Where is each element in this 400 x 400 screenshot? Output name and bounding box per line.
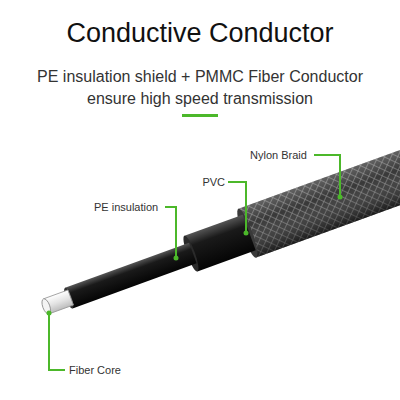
part-label: PVC <box>202 175 225 189</box>
part-label: PE insulation <box>94 200 158 214</box>
leader-dots <box>47 195 343 316</box>
part-label: Fiber Core <box>69 363 121 377</box>
part-label: Nylon Braid <box>250 148 307 162</box>
leader-lines <box>49 155 340 370</box>
cable <box>34 127 400 332</box>
accent-bar <box>182 114 218 117</box>
page-title: Conductive Conductor <box>0 18 400 49</box>
subtitle: PE insulation shield + PMMC Fiber Conduc… <box>20 66 380 110</box>
